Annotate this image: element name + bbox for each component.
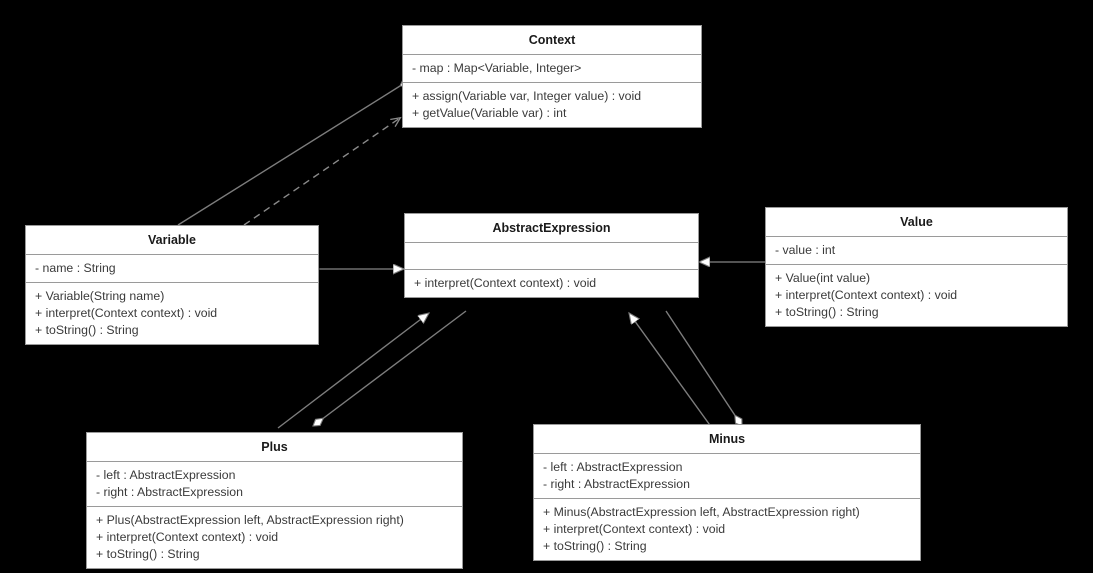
class-operations-plus: + Plus(AbstractExpression left, Abstract…	[87, 507, 462, 568]
class-member: + interpret(Context context) : void	[96, 530, 279, 544]
class-member: - map : Map<Variable, Integer>	[412, 61, 582, 75]
class-member: + getValue(Variable var) : int	[412, 106, 567, 120]
class-member: + toString() : String	[775, 305, 879, 319]
connector-plus-aggregates-abstractexpression	[313, 310, 467, 426]
class-member: - right : AbstractExpression	[96, 485, 243, 499]
class-attributes-plus: - left : AbstractExpression - right : Ab…	[87, 462, 462, 507]
class-member: + Minus(AbstractExpression left, Abstrac…	[543, 505, 860, 519]
class-member: + interpret(Context context) : void	[543, 522, 726, 536]
class-operations-abstractexpression: + interpret(Context context) : void	[405, 270, 698, 297]
class-member: + toString() : String	[35, 323, 139, 337]
class-member: + assign(Variable var, Integer value) : …	[412, 89, 642, 103]
class-name-minus: Minus	[534, 425, 920, 454]
class-attributes-abstractexpression	[405, 243, 698, 270]
connector-minus-extends-abstractexpression	[629, 313, 713, 429]
class-member: - left : AbstractExpression	[96, 468, 236, 482]
class-member: - right : AbstractExpression	[543, 477, 690, 491]
class-member: - name : String	[35, 261, 116, 275]
class-name-context: Context	[403, 26, 701, 55]
class-box-minus[interactable]: Minus - left : AbstractExpression - righ…	[533, 424, 921, 561]
class-member: + Value(int value)	[775, 271, 871, 285]
class-member: + interpret(Context context) : void	[35, 306, 218, 320]
class-member: + Plus(AbstractExpression left, Abstract…	[96, 513, 404, 527]
class-box-abstractexpression[interactable]: AbstractExpression + interpret(Context c…	[404, 213, 699, 298]
class-member: + interpret(Context context) : void	[414, 276, 597, 290]
class-box-plus[interactable]: Plus - left : AbstractExpression - right…	[86, 432, 463, 569]
class-attributes-variable: - name : String	[26, 255, 318, 283]
class-operations-value: + Value(int value) + interpret(Context c…	[766, 265, 1067, 326]
class-member: - value : int	[775, 243, 836, 257]
class-name-plus: Plus	[87, 433, 462, 462]
class-box-context[interactable]: Context - map : Map<Variable, Integer> +…	[402, 25, 702, 128]
class-operations-context: + assign(Variable var, Integer value) : …	[403, 83, 701, 127]
class-operations-minus: + Minus(AbstractExpression left, Abstrac…	[534, 499, 920, 560]
class-name-variable: Variable	[26, 226, 318, 255]
class-member: - left : AbstractExpression	[543, 460, 683, 474]
class-member: + toString() : String	[96, 547, 200, 561]
class-member: + interpret(Context context) : void	[775, 288, 958, 302]
class-attributes-context: - map : Map<Variable, Integer>	[403, 55, 701, 83]
class-attributes-minus: - left : AbstractExpression - right : Ab…	[534, 454, 920, 499]
class-operations-variable: + Variable(String name) + interpret(Cont…	[26, 283, 318, 344]
class-box-value[interactable]: Value - value : int + Value(int value) +…	[765, 207, 1068, 327]
class-attributes-value: - value : int	[766, 237, 1067, 265]
class-name-value: Value	[766, 208, 1067, 237]
connector-variable-depends-context	[243, 118, 400, 226]
class-box-variable[interactable]: Variable - name : String + Variable(Stri…	[25, 225, 319, 345]
connector-variable-aggregates-context	[177, 86, 400, 226]
connector-minus-aggregates-abstractexpression	[665, 310, 743, 426]
class-member: + Variable(String name)	[35, 289, 165, 303]
class-member: + toString() : String	[543, 539, 647, 553]
class-name-abstractexpression: AbstractExpression	[405, 214, 698, 243]
